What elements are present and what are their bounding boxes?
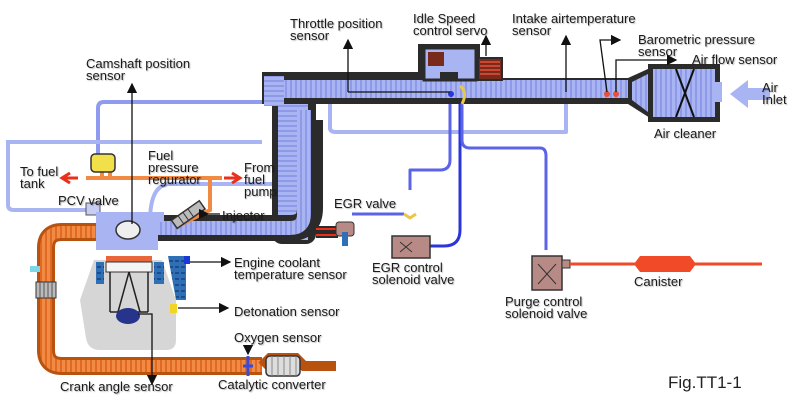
label-egr-control-solenoid-valve: EGR control solenoid valve [372, 260, 455, 287]
label-catalytic-converter: Catalytic converter [218, 377, 326, 392]
detonation-sensor-unit [170, 304, 177, 313]
air-inlet-arrow [730, 80, 770, 108]
pcv-return-hose [6, 140, 94, 212]
purge-control-solenoid-valve [531, 255, 563, 291]
evap-egr-components [391, 235, 762, 291]
fuel-line [86, 176, 212, 228]
label-idle-speed-control-servo: Idle Speed control servo [413, 11, 488, 38]
from-fuel-pump-arrow [224, 171, 243, 185]
egr-control-solenoid-valve [391, 235, 431, 259]
intake-vacuum-hose-1 [328, 100, 568, 134]
label-engine-coolant-temperature-sensor: Engine coolant temperature sensor [234, 255, 347, 282]
canister-body [634, 256, 696, 272]
to-fuel-tank-arrow [59, 171, 78, 185]
engine-coolant-temperature-sensor-unit [184, 256, 190, 264]
label-oxygen-sensor: Oxygen sensor [234, 330, 322, 345]
barometric-pressure-sensor-dot [604, 91, 610, 97]
oxygen-sensor-unit [243, 356, 253, 376]
label-barometric-pressure-sensor: Barometric pressure sensor [638, 32, 756, 59]
fuel-pressure-regulator [90, 153, 116, 173]
exhaust-system [30, 212, 417, 377]
label-pcv-valve: PCV valve [58, 193, 119, 208]
air-flow-sensor-dot [613, 91, 619, 97]
egr-vacuum-hose [408, 100, 452, 190]
label-from-fuel-pump: From fuel pump [244, 160, 277, 199]
label-canister: Canister [634, 274, 683, 289]
label-air-cleaner: Air cleaner [654, 126, 717, 141]
label-to-fuel-tank: To fuel tank [20, 164, 59, 191]
label-air-inlet: Air Inlet [762, 80, 787, 107]
egr-solenoid-hose [428, 100, 462, 248]
label-intake-air-temperature-sensor: Intake airtemperature sensor [512, 11, 636, 38]
label-throttle-position-sensor: Throttle position sensor [290, 16, 383, 43]
label-egr-valve: EGR valve [334, 196, 397, 211]
figure-caption: Fig.TT1-1 [668, 373, 742, 392]
label-fuel-pressure-regulator: Fuel pressure regurator [148, 148, 201, 187]
label-purge-control-solenoid-valve: Purge control solenoid valve [505, 294, 588, 321]
leader-lines [126, 34, 678, 386]
fuel-system [59, 153, 243, 230]
crankshaft [116, 308, 140, 324]
injector [170, 199, 207, 230]
label-air-flow-sensor: Air flow sensor [692, 52, 778, 67]
egr-valve [335, 221, 355, 246]
label-detonation-sensor: Detonation sensor [234, 304, 340, 319]
intake-system [130, 44, 770, 244]
catalytic-converter [265, 355, 301, 377]
purge-vacuum-hose [460, 100, 548, 250]
coolant-passage [168, 256, 186, 300]
label-injector: Injector [222, 208, 265, 223]
camshaft-sensor-hose [96, 100, 262, 160]
throttle-valve [459, 84, 467, 105]
label-camshaft-position-sensor: Camshaft position sensor [86, 56, 191, 83]
label-crank-angle-sensor: Crank angle sensor [60, 379, 173, 394]
